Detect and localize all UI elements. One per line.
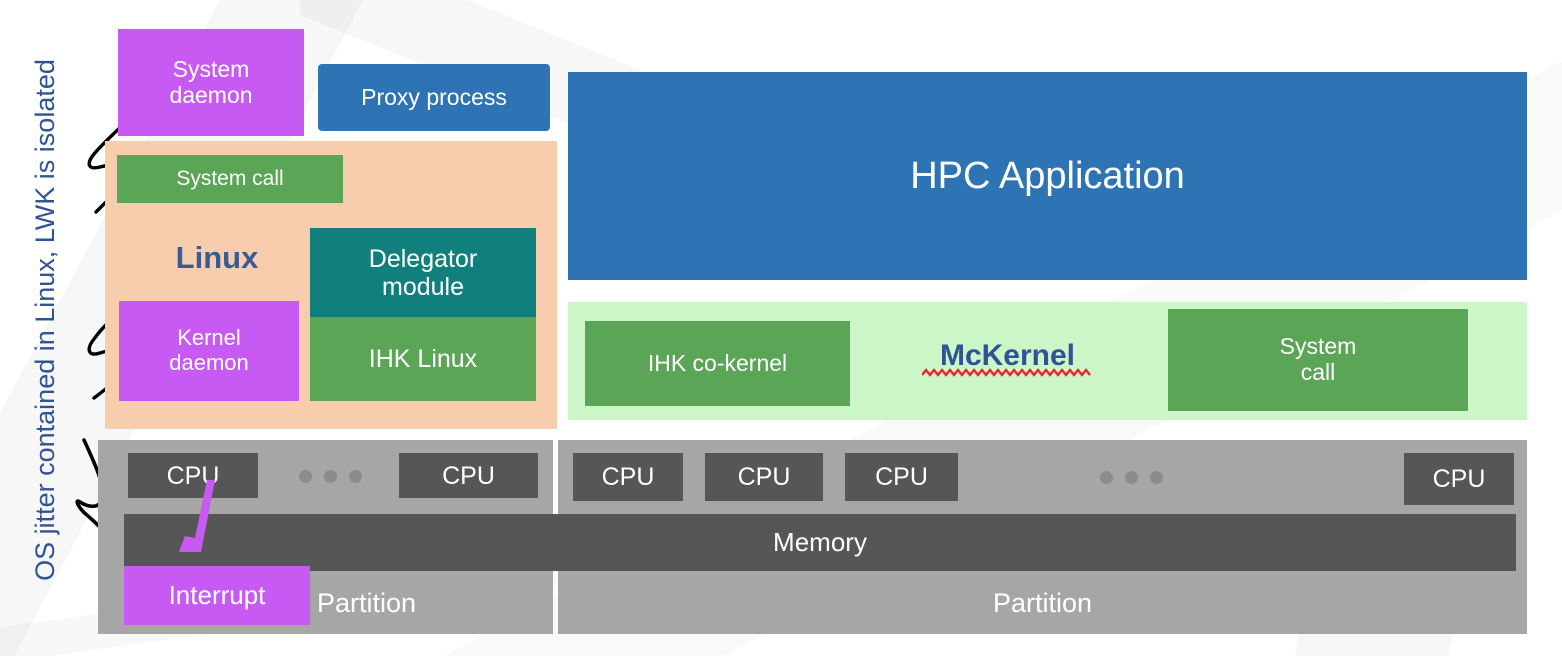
lwk-system-call-box[interactable]: System call (1168, 309, 1468, 411)
hpc-application-label: HPC Application (910, 154, 1185, 197)
memory-bar: Memory (124, 514, 1516, 571)
linux-title-label: Linux (175, 240, 259, 275)
cpu-box[interactable]: CPU (573, 453, 683, 501)
delegator-module-box[interactable]: Delegator module (310, 228, 536, 317)
cpu-label: CPU (737, 463, 791, 491)
ihk-linux-label: IHK Linux (368, 345, 478, 373)
lwk-system-call-label: System call (1279, 333, 1357, 385)
ihk-linux-box[interactable]: IHK Linux (310, 317, 536, 401)
spellcheck-squiggle-icon (922, 368, 1091, 377)
cpu-label: CPU (875, 463, 928, 491)
cpu-ellipsis-left (299, 470, 362, 483)
cpu-label: CPU (601, 463, 655, 491)
partition-right-row: Partition (558, 573, 1527, 634)
cpu-box[interactable]: CPU (399, 453, 538, 498)
memory-label: Memory (773, 526, 867, 557)
interrupt-callout-box[interactable]: Interrupt (124, 566, 310, 625)
system-daemon-box[interactable]: System daemon (118, 29, 304, 136)
proxy-process-label: Proxy process (361, 83, 507, 110)
cpu-box[interactable]: CPU (1404, 453, 1514, 505)
cpu-box[interactable]: CPU (128, 453, 258, 498)
kernel-daemon-label: Kernel daemon (169, 325, 249, 375)
cpu-label: CPU (442, 461, 495, 490)
delegator-module-label: Delegator module (368, 244, 478, 301)
interrupt-label: Interrupt (168, 579, 266, 610)
ihk-cokernel-box[interactable]: IHK co-kernel (585, 321, 850, 406)
proxy-process-box[interactable]: Proxy process (318, 64, 550, 131)
cpu-box[interactable]: CPU (845, 453, 958, 501)
host-system-call-box[interactable]: System call (117, 155, 343, 203)
cpu-label: CPU (1432, 465, 1486, 493)
mckernel-title-label: McKernel (939, 339, 1076, 372)
hpc-application-box[interactable]: HPC Application (568, 72, 1527, 280)
interrupt-pointer-icon (179, 480, 215, 552)
system-daemon-label: System daemon (169, 55, 253, 108)
cpu-ellipsis-right (1100, 471, 1163, 484)
kernel-daemon-box[interactable]: Kernel daemon (119, 301, 299, 401)
cpu-box[interactable]: CPU (705, 453, 823, 501)
ihk-cokernel-label: IHK co-kernel (647, 349, 788, 376)
partition-label: Partition (317, 588, 417, 619)
partition-label: Partition (992, 588, 1093, 619)
host-system-call-label: System call (176, 167, 284, 191)
